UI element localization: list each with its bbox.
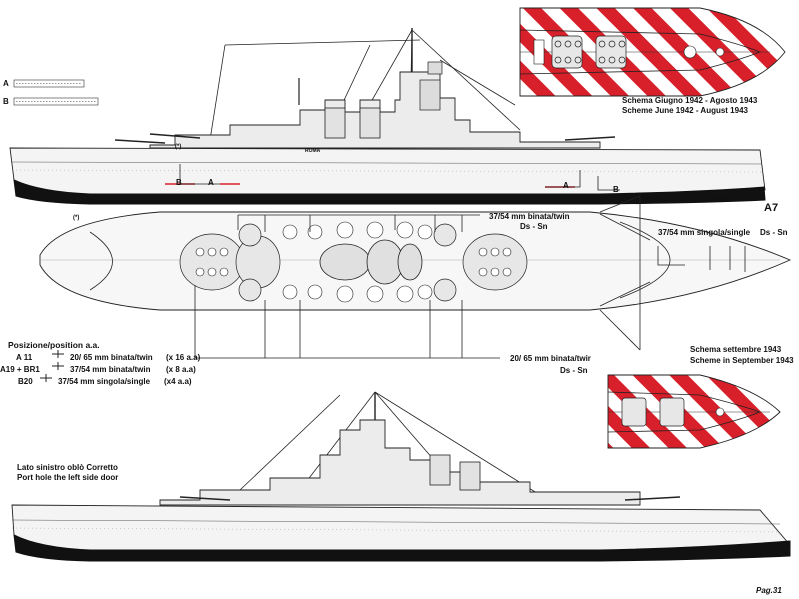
section-marker-b-right: B [613,185,619,194]
camo-1943-deck-plan [607,374,781,449]
key-label-a: A [3,79,9,88]
positions-count-a11: (x 16 a.a) [166,353,201,362]
key-bar-a [13,79,85,88]
gun-marker-upper: (*) [175,144,182,150]
camo-1942-deck-plan [519,7,786,97]
camo-1943-title-en: Scheme in September 1943 [690,356,794,365]
camo-1942-title-en: Scheme June 1942 - August 1943 [622,106,748,115]
positions-code-a11: A 11 [16,353,33,362]
positions-code-a19: A19 + BR1 [0,365,40,374]
camo-1943-title-it: Schema settembre 1943 [690,345,782,354]
callout-3754-single: 37/54 mm singola/single [658,228,751,237]
positions-count-a19: (x 8 a.a) [166,365,196,374]
callout-3754-twin: 37/54 mm binata/twin [489,212,570,221]
callout-3754-twin-side: Ds - Sn [520,222,548,231]
positions-count-b20: (x4 a.a) [164,377,192,386]
callout-3754-single-side: Ds - Sn [760,228,788,237]
port-side-note-en: Port hole the left side door [17,473,119,482]
callout-2065-twin-side: Ds - Sn [560,366,588,375]
positions-code-b20: B20 [18,377,33,386]
top-deck-plan [39,195,792,359]
hull-name-label: ROMA [305,148,321,154]
plate-code: A7 [764,202,779,214]
port-side-note-it: Lato sinistro oblò Corretto [17,463,118,472]
positions-legend-title: Posizione/position a.a. [8,340,100,350]
side-profile-upper [9,28,766,205]
side-profile-lower [11,391,791,562]
section-marker-a-right: A [563,181,569,190]
positions-text-b20: 37/54 mm singola/single [58,377,151,386]
key-label-b: B [3,97,9,106]
gun-marker-deck: (*) [73,215,80,221]
hull-color-note: Carena /Hull : Humbrol 149 [640,194,743,203]
page-number: Pag.31 [756,586,782,595]
positions-text-a19: 37/54 mm binata/twin [70,365,151,374]
camo-1942-title-it: Schema Giugno 1942 - Agosto 1943 [622,96,758,105]
legend-icons [40,350,64,382]
callout-2065-twin: 20/ 65 mm binata/twir [510,354,591,363]
key-bar-b [13,97,99,106]
positions-text-a11: 20/ 65 mm binata/twin [70,353,153,362]
section-marker-a-left: A [208,178,214,187]
section-marker-b-left: B [176,178,182,187]
